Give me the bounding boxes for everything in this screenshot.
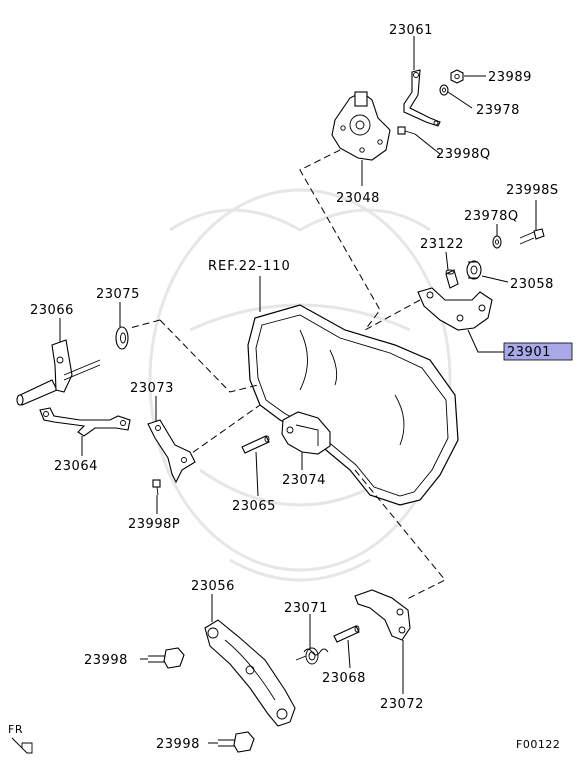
part-23901-bracket[interactable] — [417, 287, 493, 331]
label-23978[interactable]: 23978 — [476, 103, 520, 118]
part-23998-bolt-lower[interactable] — [218, 731, 255, 753]
part-23998-bolt-upper[interactable] — [148, 647, 185, 669]
label-23065[interactable]: 23065 — [232, 499, 276, 514]
label-23071[interactable]: 23071 — [284, 601, 328, 616]
highlight-23901 — [503, 342, 573, 361]
label-23061[interactable]: 23061 — [389, 23, 433, 38]
label-23056[interactable]: 23056 — [191, 579, 235, 594]
part-23066-shaft[interactable] — [16, 339, 101, 406]
part-23064-rod[interactable] — [39, 407, 131, 437]
part-23072-plate[interactable] — [354, 589, 411, 641]
label-23068[interactable]: 23068 — [322, 671, 366, 686]
part-23074-block[interactable] — [281, 411, 331, 455]
part-23068-pin[interactable] — [333, 625, 360, 643]
front-label: FR — [8, 723, 23, 736]
part-23061-lever[interactable] — [403, 69, 441, 127]
label-reference[interactable]: REF.22-110 — [208, 259, 291, 274]
part-23978q-washer[interactable] — [492, 235, 502, 249]
label-23998p[interactable]: 23998P — [128, 517, 180, 532]
label-23998-upper[interactable]: 23998 — [84, 653, 128, 668]
part-23998p-bolt[interactable] — [152, 479, 161, 496]
part-23056-arm[interactable] — [204, 619, 296, 727]
part-23071-spring[interactable] — [295, 647, 329, 665]
label-23998s[interactable]: 23998S — [506, 183, 559, 198]
part-23122-pin[interactable] — [445, 269, 459, 289]
front-direction-indicator: FR — [8, 723, 33, 754]
label-23064[interactable]: 23064 — [54, 459, 98, 474]
part-23978-washer[interactable] — [439, 84, 449, 96]
label-23901[interactable]: 23901 — [507, 345, 551, 360]
part-23989-nut[interactable] — [450, 69, 464, 84]
part-23073-lever[interactable] — [147, 419, 196, 484]
part-23075-seal[interactable] — [115, 326, 129, 350]
label-23075[interactable]: 23075 — [96, 287, 140, 302]
label-23998-lower[interactable]: 23998 — [156, 737, 200, 752]
label-23073[interactable]: 23073 — [130, 381, 174, 396]
part-labels: 23061 23989 23978 23998Q 23048 23998S 23… — [30, 23, 559, 752]
label-23066[interactable]: 23066 — [30, 303, 74, 318]
label-23122[interactable]: 23122 — [420, 237, 464, 252]
label-23998q[interactable]: 23998Q — [436, 147, 491, 162]
front-arrow-icon — [11, 737, 33, 754]
part-23065-pin[interactable] — [241, 435, 270, 454]
transmission-housing — [247, 304, 459, 506]
part-23048-switch[interactable] — [331, 91, 391, 161]
label-23072[interactable]: 23072 — [380, 697, 424, 712]
figure-code: F00122 — [516, 738, 560, 751]
part-23998q-bolt[interactable] — [397, 126, 416, 135]
leader-lines — [59, 36, 537, 744]
label-23978q[interactable]: 23978Q — [464, 209, 519, 224]
label-23048[interactable]: 23048 — [336, 191, 380, 206]
part-23058-bushing[interactable] — [466, 260, 482, 280]
label-23074[interactable]: 23074 — [282, 473, 326, 488]
label-23989[interactable]: 23989 — [488, 70, 532, 85]
part-23998s-bolt[interactable] — [519, 228, 545, 245]
label-23058[interactable]: 23058 — [510, 277, 554, 292]
